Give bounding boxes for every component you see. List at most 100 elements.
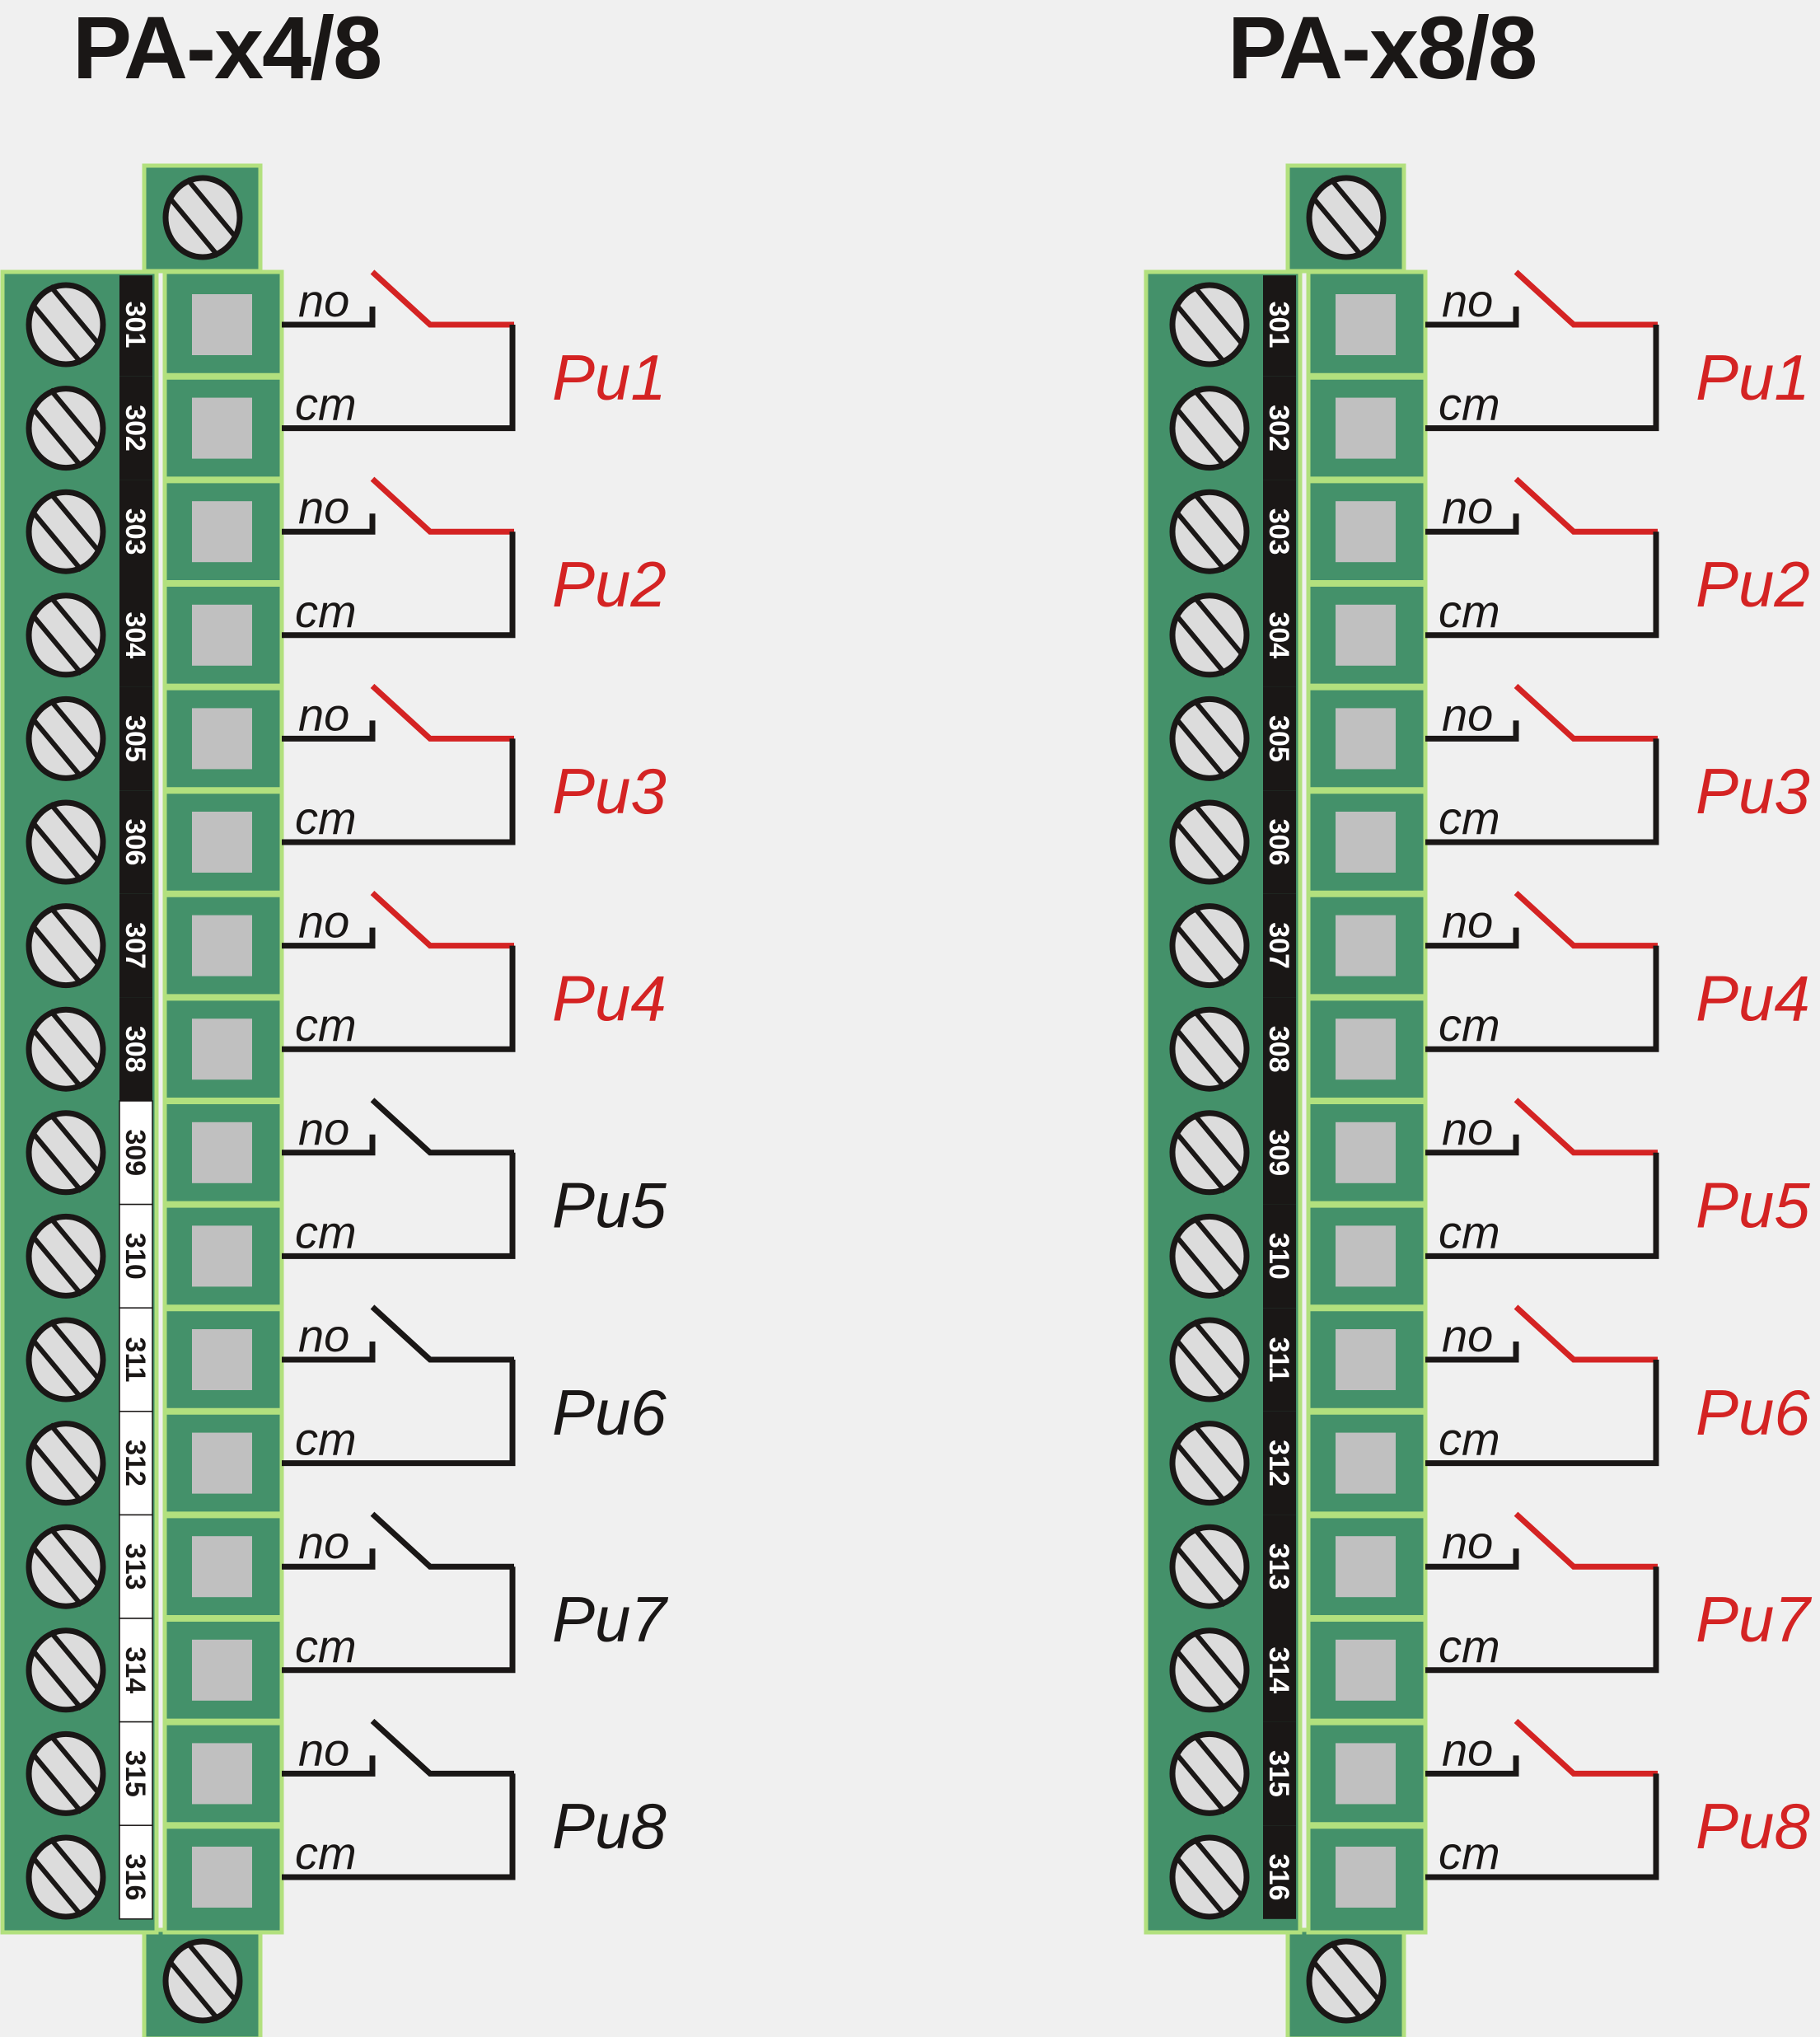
terminal-screw-icon: [1169, 1213, 1250, 1299]
terminal-number-strip: [119, 997, 152, 1101]
no-contact-label: no: [1442, 1309, 1493, 1361]
no-wire: [282, 1342, 376, 1363]
terminal-number-strip: [119, 1721, 153, 1826]
screw-head: [26, 1421, 106, 1506]
no-wire: [282, 720, 376, 742]
terminal-number: 316: [1263, 1854, 1294, 1901]
terminal-number-strip: [119, 1824, 153, 1920]
terminal-screw-icon: [1169, 592, 1250, 678]
screw-slot-line: [1173, 1337, 1228, 1400]
contact-pad: [1336, 708, 1396, 770]
contact-pad: [192, 708, 252, 770]
terminal-screw-icon: [26, 592, 106, 678]
terminal-screw-icon: [1169, 799, 1250, 885]
terminal-screw-icon: [26, 1524, 106, 1609]
screw-head: [1169, 1834, 1250, 1920]
module-title-pa-x8-8: PA-x8/8: [1228, 0, 1537, 97]
cm-contact-label: cm: [1439, 792, 1500, 844]
relay-label: Pu2: [1696, 548, 1810, 620]
no-wire: [1425, 927, 1519, 949]
contact-pad: [192, 915, 252, 976]
contact-pad: [1336, 812, 1396, 873]
screw-head: [1306, 175, 1387, 260]
screw-head: [1169, 592, 1250, 678]
screw-head: [1169, 1421, 1250, 1506]
screw-slot-line: [48, 905, 102, 968]
screw-slot-line: [185, 177, 239, 240]
cm-wire: [1425, 531, 1659, 639]
screw-slot-line: [1173, 612, 1228, 676]
no-wire: [1425, 1548, 1519, 1570]
relay-switch-blade: [370, 476, 514, 535]
screw-slot-line: [1191, 698, 1246, 761]
contact-pad: [192, 812, 252, 873]
cm-wire: [282, 1773, 516, 1880]
screw-head: [1169, 1317, 1250, 1402]
screw-slot-line: [30, 820, 84, 883]
terminal-number: 315: [1263, 1750, 1294, 1797]
contact-pad: [1336, 1847, 1396, 1908]
screw-slot-line: [1173, 405, 1228, 469]
terminal-number-strip: [119, 1100, 153, 1206]
screw-slot-line: [30, 923, 84, 986]
terminal-screw-icon: [1169, 489, 1250, 574]
contact-pad: [1336, 294, 1396, 355]
screw-slot-line: [1173, 1440, 1228, 1504]
screw-head: [26, 1006, 106, 1092]
screw-head: [26, 1524, 106, 1609]
terminal-number: 307: [119, 922, 151, 969]
terminal-number-strip: [119, 686, 152, 791]
cm-contact-label: cm: [1439, 1827, 1500, 1879]
relay-label: Pu5: [552, 1169, 667, 1242]
terminal-module-0: 3013023033043053063073083093103113123133…: [0, 163, 668, 2037]
terminal-screw-icon: [1169, 1730, 1250, 1816]
terminal-number: 312: [119, 1440, 151, 1487]
terminal-screw-icon: [26, 695, 106, 781]
no-contact-label: no: [1442, 274, 1493, 326]
cm-contact-label: cm: [295, 1620, 357, 1672]
no-wire: [282, 927, 376, 949]
contact-pad: [1336, 1225, 1396, 1287]
terminal-number-strip: [1263, 480, 1296, 583]
screw-slot-line: [48, 1422, 102, 1486]
terminal-number: 306: [1263, 819, 1294, 866]
screw-slot-line: [30, 405, 84, 469]
no-contact-label: no: [298, 481, 349, 533]
terminal-number-strip: [1263, 1825, 1296, 1919]
cm-contact-label: cm: [1439, 999, 1500, 1051]
terminal-number-strip: [119, 275, 152, 377]
terminal-number: 309: [119, 1129, 151, 1176]
screw-slot-line: [30, 1440, 84, 1504]
screw-slot-line: [30, 1027, 84, 1090]
screw-slot-line: [48, 284, 102, 347]
terminal-number-strip: [119, 480, 152, 583]
screw-head: [26, 1110, 106, 1196]
relay-label: Pu8: [552, 1790, 667, 1862]
terminal-screw-icon: [1169, 903, 1250, 989]
terminal-screw-icon: [1169, 1317, 1250, 1402]
screw-slot-line: [1191, 1319, 1246, 1382]
cm-contact-label: cm: [295, 1413, 357, 1465]
relay-label: Pu3: [1696, 755, 1810, 827]
screw-slot-line: [48, 387, 102, 451]
no-wire: [282, 1755, 376, 1777]
contact-pad: [1336, 1536, 1396, 1598]
cm-wire: [282, 1152, 516, 1259]
screw-head: [26, 1627, 106, 1713]
cm-wire: [282, 531, 516, 639]
screw-slot-line: [1173, 1027, 1228, 1090]
relay-switch-blade: [1514, 683, 1658, 742]
screw-slot-line: [30, 716, 84, 780]
terminal-screw-icon: [26, 1627, 106, 1713]
screw-slot-line: [30, 612, 84, 676]
terminal-screw-icon: [26, 1213, 106, 1299]
relay-switch-blade: [1514, 1304, 1658, 1363]
terminal-number-strip: [119, 376, 152, 480]
terminal-screw-icon: [1169, 1110, 1250, 1196]
cm-contact-label: cm: [295, 585, 357, 637]
